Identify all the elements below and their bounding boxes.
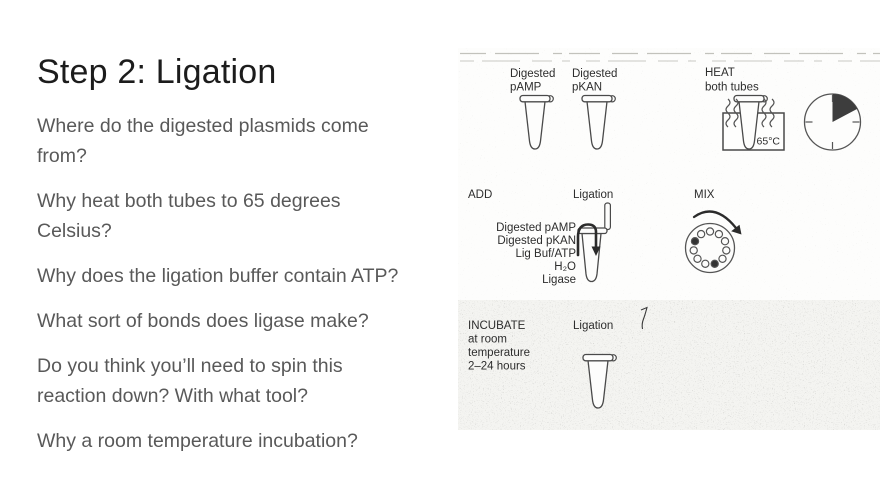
ingredient-item: Digested pAMP	[496, 222, 576, 234]
step-incubate: INCUBATE at room temperature 2–24 hours …	[468, 306, 648, 409]
add-action-label: ADD	[468, 189, 492, 201]
scan-scratch-mark	[640, 306, 648, 330]
question-line: Why heat both tubes to 65 degrees	[37, 190, 341, 212]
timer-clock-icon	[803, 93, 862, 151]
slide-title: Step 2: Ligation	[37, 53, 277, 91]
scan-noise-dense	[458, 300, 880, 430]
tube2-label-line1: Digested	[572, 68, 617, 80]
tube1-label-line1: Digested	[510, 68, 555, 80]
question-item: Why does the ligation buffer contain ATP…	[37, 261, 451, 291]
ligation-protocol-figure: Digested pAMP Digested pKAN HEAT both tu…	[458, 48, 880, 433]
heat-label-line1: HEAT	[705, 67, 735, 79]
rotor-icon	[684, 222, 736, 274]
filled-tube-well	[690, 236, 700, 246]
tube1-label-line2: pAMP	[510, 82, 542, 94]
question-line: Do you think you’ll need to spin this	[37, 355, 343, 377]
question-line: Where do the digested plasmids come	[37, 115, 369, 137]
question-line: from?	[37, 145, 87, 167]
step-add: ADD Ligation Digested pAMP Digested pKAN…	[468, 189, 613, 286]
rotation-arrow-icon	[692, 210, 742, 235]
step-heat: HEAT both tubes 65°C	[705, 67, 862, 151]
protocol-figure-svg: Digested pAMP Digested pKAN HEAT both tu…	[458, 48, 880, 430]
question-item: Why a room temperature incubation?	[37, 426, 451, 456]
question-line: reaction down? With what tool?	[37, 385, 308, 407]
ingredient-item: Ligase	[542, 274, 576, 286]
question-line: What sort of bonds does ligase make?	[37, 310, 369, 332]
incubate-tube-label: Ligation	[573, 320, 613, 332]
add-tube-label: Ligation	[573, 189, 613, 201]
bath-temperature-label: 65°C	[757, 136, 781, 148]
step-mix: MIX	[684, 189, 742, 274]
heat-squiggle-icons	[725, 98, 775, 128]
incubate-line4: 2–24 hours	[468, 361, 526, 373]
ingredient-item: Digested pKAN	[497, 235, 576, 247]
question-item: Why heat both tubes to 65 degrees Celsiu…	[37, 186, 451, 246]
heat-label-line2: both tubes	[705, 82, 759, 94]
mix-action-label: MIX	[694, 189, 715, 201]
tube2-label-line2: pKAN	[572, 82, 602, 94]
question-line: Why a room temperature incubation?	[37, 430, 358, 452]
step-prepare: Digested pAMP Digested pKAN	[510, 68, 617, 150]
ingredient-item: H₂O	[554, 261, 576, 273]
question-line: Celsius?	[37, 220, 112, 242]
question-line: Why does the ligation buffer contain ATP…	[37, 265, 399, 287]
incubate-line2: at room	[468, 334, 507, 346]
ingredient-item: Lig Buf/ATP	[515, 248, 576, 260]
incubate-line3: temperature	[468, 347, 530, 359]
question-item: Where do the digested plasmids come from…	[37, 111, 451, 171]
incubate-line1: INCUBATE	[468, 320, 526, 332]
question-list: Step 2: Ligation Where do the digested p…	[37, 53, 451, 471]
pour-arrow-icon	[576, 223, 601, 257]
clock-elapsed-wedge	[832, 94, 858, 122]
ingredient-list: Digested pAMP Digested pKAN Lig Buf/ATP …	[496, 222, 576, 286]
filled-tube-well	[710, 259, 719, 268]
question-item: What sort of bonds does ligase make?	[37, 306, 451, 336]
question-item: Do you think you’ll need to spin this re…	[37, 351, 451, 411]
